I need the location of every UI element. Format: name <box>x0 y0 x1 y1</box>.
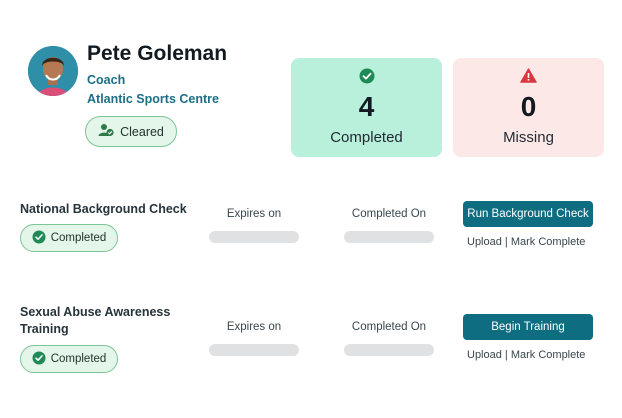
requirement-status-badge: Completed <box>20 345 118 373</box>
requirement-status-label: Completed <box>50 232 107 244</box>
requirement-links: Upload | Mark Complete <box>467 236 585 248</box>
avatar <box>28 46 78 96</box>
requirement-status-label: Completed <box>50 353 107 365</box>
completed-label: Completed <box>330 129 403 146</box>
missing-stat-card: 0 Missing <box>453 58 604 157</box>
link-separator: | <box>504 236 508 248</box>
missing-count: 0 <box>520 91 537 122</box>
warning-icon <box>453 68 604 83</box>
mark-complete-link[interactable]: Mark Complete <box>510 349 586 361</box>
profile-organization: Atlantic Sports Centre <box>87 92 219 106</box>
requirement-links: Upload | Mark Complete <box>467 349 585 361</box>
expires-on-value-placeholder <box>209 344 299 356</box>
completed-on-label: Completed On <box>351 208 427 220</box>
upload-link[interactable]: Upload <box>467 236 502 248</box>
link-separator: | <box>504 349 508 361</box>
completed-on-value-placeholder <box>344 231 434 243</box>
expires-on-label: Expires on <box>226 321 282 333</box>
cleared-badge: Cleared <box>85 116 177 147</box>
profile-role: Coach <box>87 73 126 87</box>
check-circle-icon <box>32 351 46 368</box>
requirement-title: National Background Check <box>20 202 187 216</box>
completed-on-value-placeholder <box>344 344 434 356</box>
expires-on-value-placeholder <box>209 231 299 243</box>
completed-on-label: Completed On <box>351 321 427 333</box>
missing-label: Missing <box>503 129 554 146</box>
completed-stat-card: 4 Completed <box>291 58 442 157</box>
user-check-icon <box>98 123 114 140</box>
check-circle-icon <box>32 230 46 247</box>
requirement-title: Sexual Abuse Awareness Training <box>20 305 171 336</box>
run-background-check-button[interactable]: Run Background Check <box>463 201 593 227</box>
expires-on-label: Expires on <box>226 208 282 220</box>
requirement-status-badge: Completed <box>20 224 118 252</box>
cleared-badge-label: Cleared <box>120 124 164 139</box>
mark-complete-link[interactable]: Mark Complete <box>510 236 586 248</box>
upload-link[interactable]: Upload <box>467 349 502 361</box>
completed-count: 4 <box>358 91 375 122</box>
profile-name: Pete Goleman <box>87 42 228 65</box>
check-circle-icon <box>291 68 442 84</box>
begin-training-button[interactable]: Begin Training <box>463 314 593 340</box>
